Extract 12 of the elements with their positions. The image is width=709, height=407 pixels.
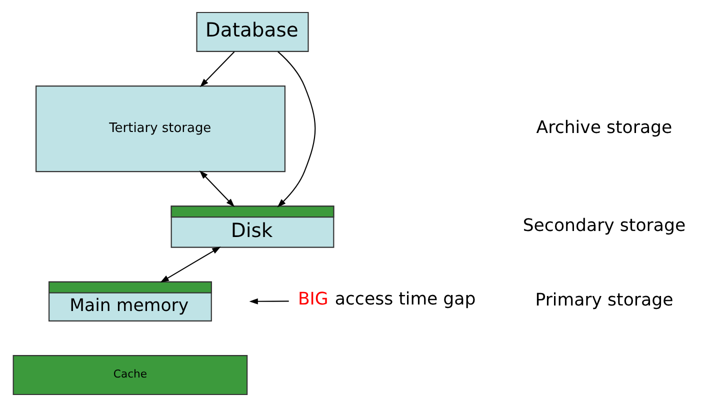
node-box: Cache	[12, 355, 248, 396]
arrow	[277, 51, 316, 208]
arrow	[200, 51, 235, 88]
label: Primary storage	[535, 290, 674, 311]
arrow	[160, 246, 221, 283]
label: Archive storage	[536, 118, 672, 138]
arrow	[199, 170, 235, 208]
node-box: Database	[196, 12, 309, 52]
node-box: Tertiary storage	[36, 86, 286, 172]
arrow	[249, 298, 289, 304]
node-text: BIG access time gap	[298, 289, 476, 310]
label: Secondary storage	[522, 216, 686, 236]
